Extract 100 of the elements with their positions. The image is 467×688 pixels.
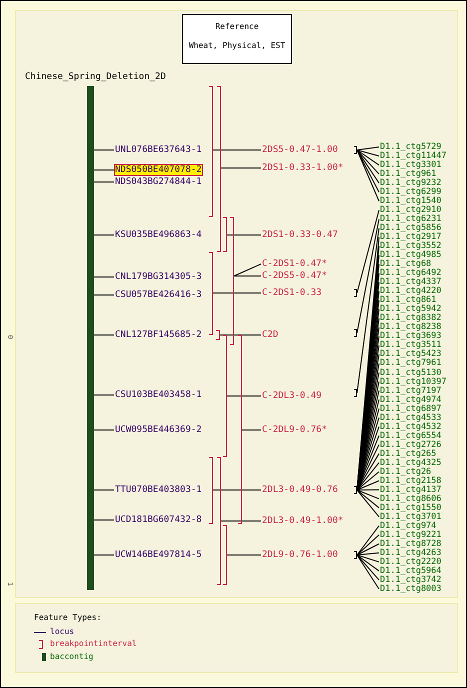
contig-label: D1.1_ctg4137 xyxy=(380,484,442,495)
chromosome-bar xyxy=(87,86,94,590)
bin-bracket xyxy=(354,289,357,297)
contig-label: D1.1_ctg2917 xyxy=(380,232,442,242)
locus-label: KSU035BE496863-4 xyxy=(115,230,202,240)
connector-line xyxy=(356,543,380,556)
contig-label: D1.1_ctg4263 xyxy=(380,548,442,558)
contig-label: D1.1_ctg1540 xyxy=(380,196,442,206)
contig-label: D1.1_ctg961 xyxy=(380,169,436,180)
interval-label: 2DS1-0.33-1.00* xyxy=(262,163,344,173)
contig-label: D1.1_ctg5856 xyxy=(380,223,442,234)
connector-line xyxy=(356,534,380,556)
contig-label: D1.1_ctg9232 xyxy=(380,178,442,188)
contig-label: D1.1_ctg68 xyxy=(380,259,432,270)
locus-label: UCD181BG607432-8 xyxy=(115,515,202,525)
locus-label: CSU057BE426416-3 xyxy=(115,290,202,300)
contig-label: D1.1_ctg4325 xyxy=(380,458,442,468)
connector-line xyxy=(356,146,380,150)
bin-bracket xyxy=(354,389,357,397)
connector-line xyxy=(356,554,380,580)
connector-line xyxy=(356,490,380,500)
contig-label: D1.1_ctg5130 xyxy=(380,368,442,378)
connector-line xyxy=(94,276,114,278)
interval-bracket xyxy=(230,217,234,345)
bin-bracket xyxy=(354,551,357,559)
connector-line xyxy=(356,489,380,490)
interval-bracket xyxy=(216,330,220,340)
locus-label: TTU070BE403803-1 xyxy=(115,485,202,495)
contig-label: D1.1_ctg5729 xyxy=(380,142,442,152)
connector-line xyxy=(226,234,262,236)
contig-label: D1.1_ctg1550 xyxy=(380,502,442,513)
connector-line xyxy=(356,228,380,394)
contig-label: D1.1_ctg4985 xyxy=(380,250,442,260)
interval-bracket xyxy=(223,335,227,457)
map-set-label: Wheat, Physical, EST xyxy=(188,41,286,50)
interval-label: C-2DL9-0.76* xyxy=(262,425,328,435)
connector-line xyxy=(356,552,380,556)
contig-label: D1.1_ctg4337 xyxy=(380,277,442,288)
contig-label: D1.1_ctg8606 xyxy=(380,494,442,504)
contig-label: D1.1_ctg3552 xyxy=(380,241,442,252)
interval-bracket xyxy=(217,86,221,252)
contig-label: D1.1_ctg11447 xyxy=(380,151,447,162)
interval-bracket xyxy=(238,335,242,524)
interval-label: C-2DS1-0.47* xyxy=(262,259,328,269)
connector-line xyxy=(94,234,114,236)
contig-label: D1.1_ctg10397 xyxy=(380,376,447,387)
contig-label: D1.1_ctg3701 xyxy=(380,512,442,522)
connector-line xyxy=(356,150,380,193)
connector-line xyxy=(220,334,262,336)
interval-label: 2DL3-0.49-0.76 xyxy=(262,485,338,495)
locus-label: UCW146BE497814-5 xyxy=(115,550,202,560)
contig-label: D1.1_ctg6554 xyxy=(380,430,442,441)
locus-label: NDS050BE407078-2 xyxy=(115,165,202,175)
contig-label: D1.1_ctg4974 xyxy=(380,394,442,405)
connector-line xyxy=(356,525,380,556)
connector-line xyxy=(356,150,380,157)
locus-label: CNL179BG314305-3 xyxy=(115,272,202,282)
contig-label: D1.1_ctg6897 xyxy=(380,404,442,414)
interval-bracket xyxy=(209,457,213,524)
contig-label: D1.1_ctg3511 xyxy=(380,340,442,350)
connector-line xyxy=(226,554,262,556)
interval-label: 2DS1-0.33-0.47 xyxy=(262,230,338,240)
contig-label: D1.1_ctg6299 xyxy=(380,187,442,198)
connector-line xyxy=(356,554,380,590)
connector-line xyxy=(356,150,380,202)
contig-label: D1.1_ctg3742 xyxy=(380,574,442,585)
interval-bracket xyxy=(223,525,227,585)
contig-label: D1.1_ctg7961 xyxy=(380,358,442,368)
contig-label: D1.1_ctg8003 xyxy=(380,584,442,594)
locus-label: UCW095BE446369-2 xyxy=(115,425,202,435)
connector-line xyxy=(356,490,380,508)
bin-bracket xyxy=(354,329,357,337)
connector-line xyxy=(94,334,114,336)
connector-line xyxy=(356,554,380,562)
connector-line xyxy=(234,264,262,276)
legend-heading: Feature Types: xyxy=(34,613,102,622)
locus-label: CNL127BF145685-2 xyxy=(115,330,202,340)
connector-line xyxy=(356,554,380,572)
interval-label: 2DL3-0.49-1.00* xyxy=(262,516,344,526)
locus-label: CSU103BE403458-1 xyxy=(115,390,202,400)
contig-label: D1.1_ctg3301 xyxy=(380,160,442,170)
locus-label: NDS043BG274844-1 xyxy=(115,177,202,187)
interval-bracket xyxy=(223,217,227,252)
contig-label: D1.1_ctg861 xyxy=(380,295,436,306)
contig-label: D1.1_ctg9221 xyxy=(380,530,442,540)
interval-label: C-2DS1-0.33 xyxy=(262,288,322,298)
locus-label: UNL076BE637643-1 xyxy=(115,145,202,155)
connector-line xyxy=(94,554,114,556)
contig-label: D1.1_ctg5942 xyxy=(380,304,442,314)
connector-line xyxy=(356,150,380,175)
connector-line xyxy=(356,150,380,166)
contig-label: D1.1_ctg4533 xyxy=(380,412,442,423)
contig-label: D1.1_ctg7197 xyxy=(380,386,442,396)
reference-box xyxy=(182,14,292,64)
interval-label: 2DS5-0.47-1.00 xyxy=(262,145,338,155)
interval-label: C-2DS5-0.47* xyxy=(262,271,328,281)
interval-label: 2DL9-0.76-1.00 xyxy=(262,550,338,560)
contig-label: D1.1_ctg8238 xyxy=(380,322,442,332)
connector-line xyxy=(212,292,262,294)
contig-label: D1.1_ctg5964 xyxy=(380,566,442,576)
